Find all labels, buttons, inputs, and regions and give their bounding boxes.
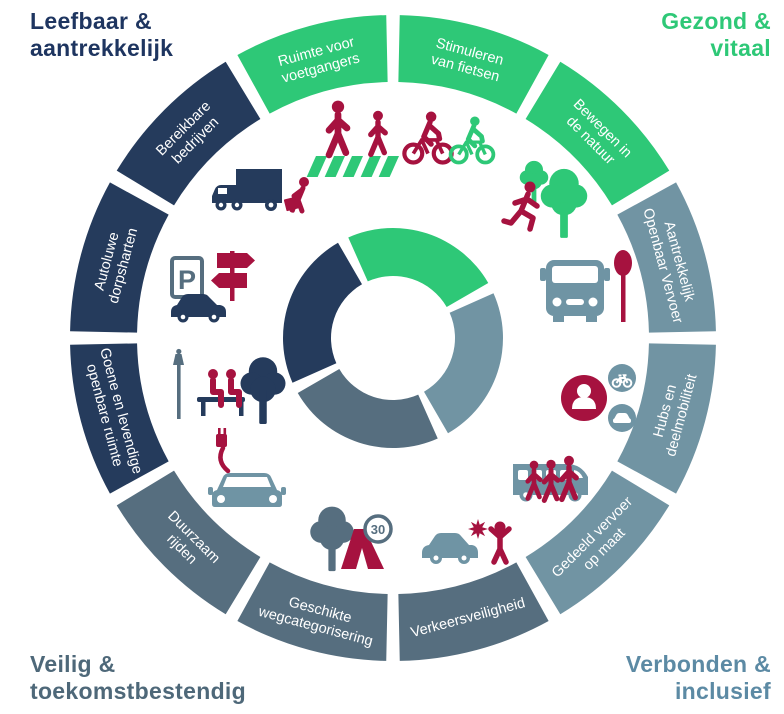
parking-signpost-icon: P <box>170 251 255 323</box>
corner-label-line: aantrekkelijk <box>30 35 174 61</box>
donut-arc-leefbaar <box>283 242 362 383</box>
parking-letter-text: P <box>178 265 196 295</box>
pedestrian-crossing-icon <box>306 101 399 177</box>
corner-label-line: inclusief <box>674 678 771 704</box>
corner-label-verbonden: Verbonden & inclusief <box>626 651 771 705</box>
public-space-icon <box>173 348 286 424</box>
impact-star <box>468 519 488 539</box>
ring-segment-stimuleren-van-fietsen <box>398 15 549 114</box>
ring-segment-autoluwe-dorpsharten <box>70 182 169 333</box>
corner-label-line: vitaal <box>710 35 771 61</box>
ring-segment-label-stimuleren-van-fietsen: Stimulerenvan fietsen <box>429 35 505 85</box>
cyclists-icon <box>404 112 493 163</box>
truck-loading-icon <box>212 169 309 214</box>
share-car-glyph <box>613 413 631 423</box>
ring-segment-bewegen-in-de-natuur <box>525 61 670 206</box>
ring-segment-gedeeld-vervoer-op-maat <box>525 470 670 615</box>
bus-stop-pole <box>621 272 626 322</box>
speed-limit-text: 30 <box>371 522 385 537</box>
corner-label-gezond: Gezond & vitaal <box>661 8 771 62</box>
ring-segment-geschikte-wegcategorisering <box>237 562 388 661</box>
loading-worker <box>283 177 309 214</box>
road-categorisation-icon: 30 <box>310 506 393 572</box>
donut-arc-verbonden <box>424 293 503 434</box>
car-crash-icon <box>422 519 512 565</box>
ring-segment-verkeersveiligheid <box>398 562 549 661</box>
corner-label-leefbaar: Leefbaar & aantrekkelijk <box>30 8 173 62</box>
speed-limit-sign <box>363 514 393 544</box>
ring-segment-hubs-en-deelmobiliteit <box>617 343 716 494</box>
corner-label-line: Verbonden & <box>625 651 771 677</box>
ring-segment-goene-en-levendige-openbare-ruimte <box>70 343 169 494</box>
donut-arc-gezond <box>348 228 489 307</box>
ring-segment-ruimte-voor-voetgangers <box>237 15 388 114</box>
donut-arc-veilig <box>297 369 438 448</box>
ring-segment-bereikbare-bedrijven <box>116 61 261 206</box>
inner-donut <box>283 228 503 448</box>
corner-label-veilig: Veilig & toekomstbestendig <box>30 651 246 705</box>
corner-label-line: Leefbaar & <box>30 8 152 34</box>
runner-in-nature-icon <box>504 160 588 238</box>
corner-label-line: toekomstbestendig <box>30 678 246 704</box>
ring-segment-duurzaam-rijden <box>116 470 261 615</box>
corner-label-line: Gezond & <box>661 8 771 34</box>
charging-plug <box>216 434 227 447</box>
electric-car-icon <box>208 428 286 507</box>
lamppost <box>177 365 181 419</box>
shared-van-icon <box>513 456 588 502</box>
corner-label-line: Veilig & <box>30 651 116 677</box>
ring-segment-aantrekkelijk-openbaar-vervoer <box>617 182 716 333</box>
startled-pedestrian <box>488 521 512 565</box>
mobility-hub-icon <box>561 364 636 432</box>
outer-ring <box>70 15 716 661</box>
share-bike-glyph <box>611 374 633 388</box>
bus-stop-icon <box>540 250 632 322</box>
